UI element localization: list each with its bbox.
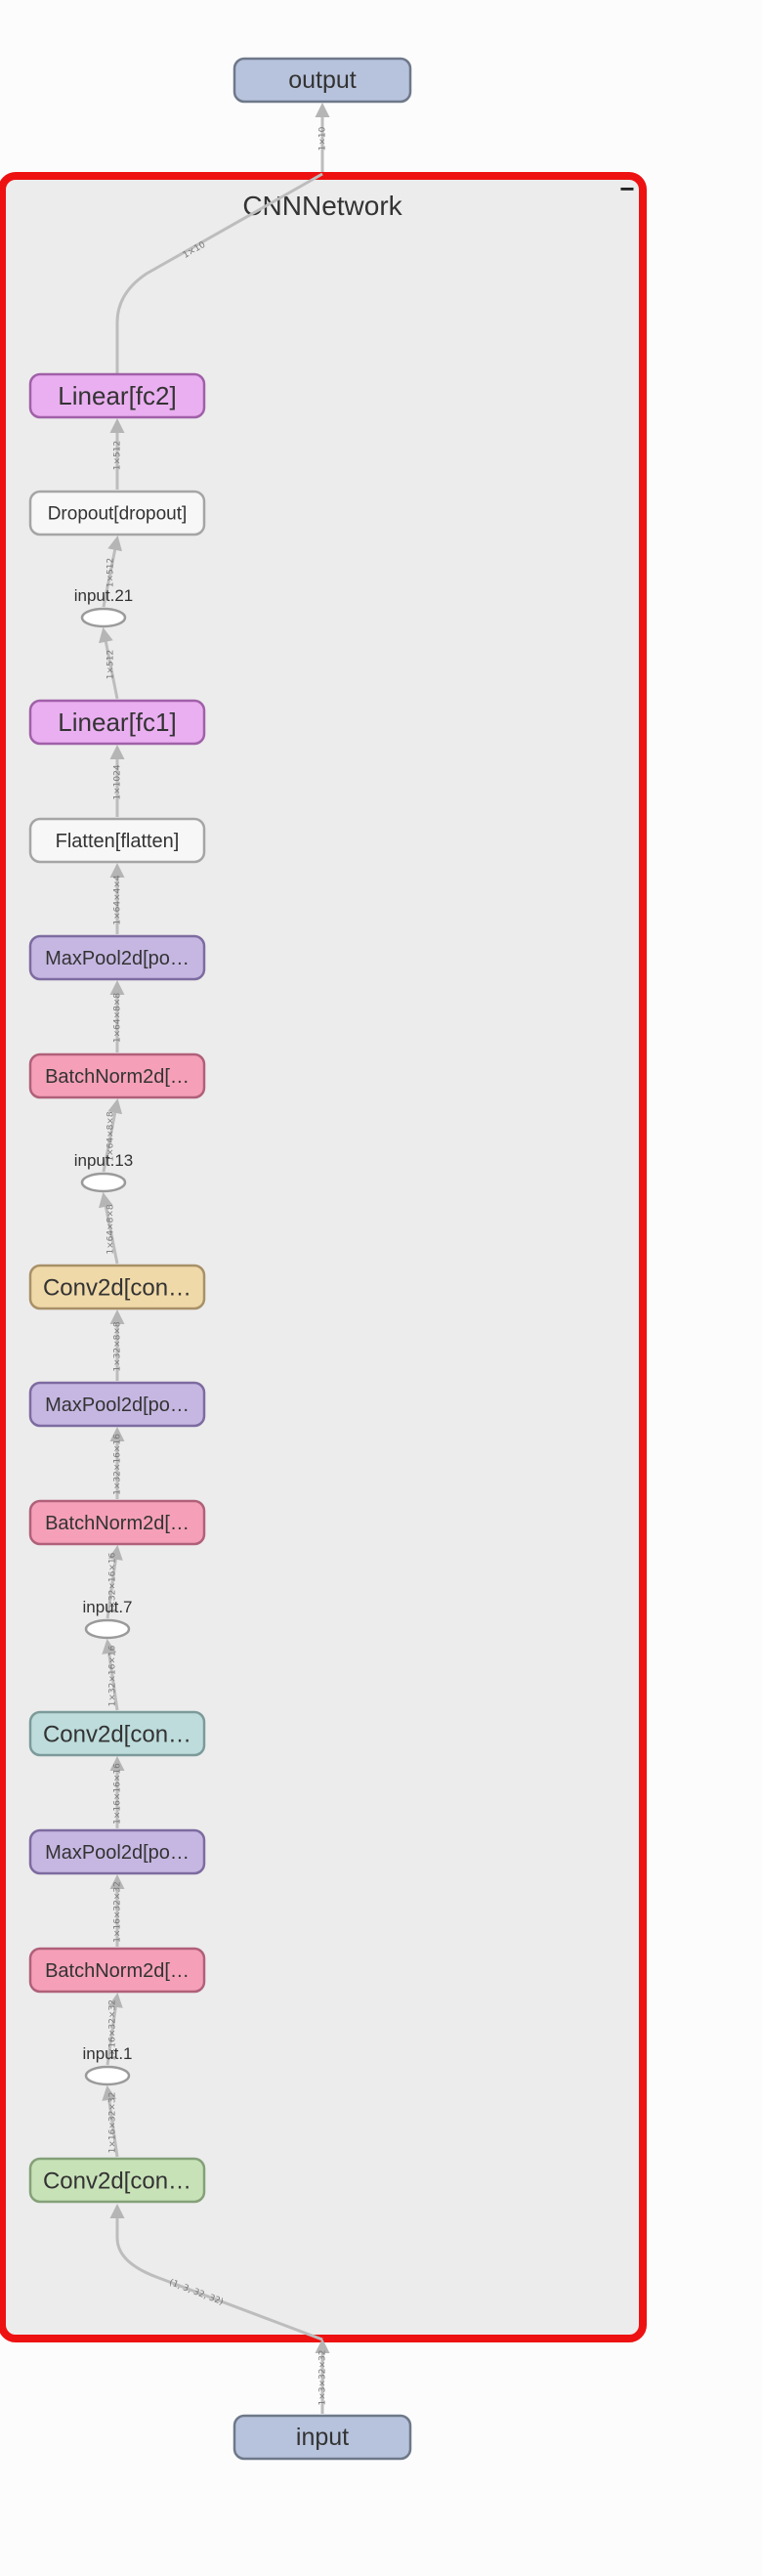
layer-label: MaxPool2d[po…: [45, 1842, 190, 1864]
tensor-ellipse: [84, 1618, 131, 1640]
node-bn3[interactable]: BatchNorm2d[…: [28, 1052, 206, 1099]
edge-bn3-to-pool3-label: 1×64×8×8: [113, 993, 123, 1044]
layer-box: [28, 2157, 206, 2204]
edge-input21-to-dropout: [102, 536, 123, 608]
edge-input1-to-bn1-label: 1×16×32×32: [108, 1999, 118, 2061]
layer-label: MaxPool2d[po…: [45, 948, 190, 969]
layer-label: Conv2d[con…: [43, 1274, 191, 1301]
node-input7[interactable]: input.7: [82, 1598, 133, 1640]
edge-pool2-to-conv3-label: 1×32×8×8: [113, 1321, 123, 1372]
layer-box: [28, 1264, 206, 1310]
output-label: output: [288, 66, 357, 94]
edge-conv1-to-input1: [102, 2085, 119, 2158]
node-dropout[interactable]: Dropout[dropout]: [28, 490, 206, 537]
layer-box: [28, 817, 206, 864]
node-pool1[interactable]: MaxPool2d[po…: [28, 1828, 206, 1875]
layer-label: Conv2d[con…: [43, 1721, 191, 1747]
layer-box: [28, 1381, 206, 1428]
layer-box: [28, 1828, 206, 1875]
layer-label: BatchNorm2d[…: [45, 1513, 190, 1534]
layer-box: [28, 1052, 206, 1099]
layer-label: Dropout[dropout]: [48, 504, 188, 525]
input-label: input: [296, 2424, 349, 2451]
layer-label: Linear[fc2]: [58, 381, 176, 410]
layer-label: BatchNorm2d[…: [45, 1960, 190, 1982]
edge-conv2-to-input7-label: 1×32×16×16: [108, 1645, 118, 1706]
tensor-label: input.7: [82, 1598, 132, 1616]
edge-conv1-to-input1-label: 1×16×32×32: [108, 2092, 118, 2154]
layer-label: Flatten[flatten]: [56, 831, 180, 852]
tensor-ellipse: [80, 607, 127, 628]
edge-bn1-to-pool1-label: 1×16×32×32: [113, 1881, 123, 1943]
node-pool2[interactable]: MaxPool2d[po…: [28, 1381, 206, 1428]
edge-border-to-conv1: [109, 2204, 323, 2341]
node-input1[interactable]: input.1: [82, 2044, 133, 2086]
output-node[interactable]: output: [233, 57, 412, 104]
input-node[interactable]: input: [233, 2414, 412, 2461]
edge-fc2-to-border: [115, 172, 323, 374]
edge-conv2-to-input7: [102, 1639, 119, 1711]
edge-to-output-label: 1×10: [318, 126, 328, 150]
collapse-icon[interactable]: −: [619, 174, 634, 203]
tensor-label: input.13: [74, 1151, 134, 1170]
node-input21[interactable]: input.21: [74, 586, 134, 628]
edge-dropout-to-fc2-label: 1×512: [113, 441, 123, 470]
tensor-ellipse: [84, 2065, 131, 2086]
node-pool3[interactable]: MaxPool2d[po…: [28, 934, 206, 981]
layer-box: [28, 934, 206, 981]
layer-label: Conv2d[con…: [43, 2168, 191, 2194]
edge-input1-to-bn1: [106, 1993, 123, 2066]
node-input13[interactable]: input.13: [74, 1151, 134, 1193]
edge-pool1-to-conv2-label: 1×16×16×16: [113, 1763, 123, 1825]
node-conv1[interactable]: Conv2d[con…: [28, 2157, 206, 2204]
tensor-label: input.21: [74, 586, 134, 605]
layer-box: [28, 1499, 206, 1546]
edge-input13-to-bn3: [102, 1098, 123, 1173]
edge-input13-to-bn3-label: 1×64×8×8: [106, 1111, 116, 1162]
layer-box: [28, 1710, 206, 1757]
edge-fc1-to-input21: [98, 627, 119, 700]
node-fc1[interactable]: Linear[fc1]: [28, 699, 206, 746]
layer-box: [28, 1947, 206, 1994]
tensor-ellipse: [80, 1172, 127, 1193]
edge-input-to-border-label: 1×3×32×32: [318, 2350, 328, 2406]
edge-input7-to-bn2: [106, 1545, 123, 1619]
nodes: Linear[fc2] Dropout[dropout] input.21Linea…: [28, 372, 206, 2204]
edge-flatten-to-fc1-label: 1×1024: [113, 764, 123, 799]
edge-conv3-to-input13-label: 1×64×8×8: [106, 1204, 116, 1255]
layer-box: [28, 372, 206, 419]
edge-fc1-to-input21-label: 1×512: [106, 650, 116, 679]
edge-pool3-to-flatten-label: 1×64×4×4: [113, 875, 123, 925]
edge-input7-to-bn2-label: 1×32×16×16: [108, 1552, 118, 1613]
node-conv3[interactable]: Conv2d[con…: [28, 1264, 206, 1310]
layer-label: BatchNorm2d[…: [45, 1066, 190, 1088]
layer-label: Linear[fc1]: [58, 708, 176, 737]
layer-box: [28, 699, 206, 746]
node-fc2[interactable]: Linear[fc2]: [28, 372, 206, 419]
edge-input21-to-dropout-label: 1×512: [106, 558, 116, 587]
node-bn2[interactable]: BatchNorm2d[…: [28, 1499, 206, 1546]
node-flatten[interactable]: Flatten[flatten]: [28, 817, 206, 864]
layer-box: [28, 490, 206, 537]
node-conv2[interactable]: Conv2d[con…: [28, 1710, 206, 1757]
container-title: CNNNetwork: [242, 191, 402, 221]
edge-bn2-to-pool2-label: 1×32×16×16: [113, 1434, 123, 1495]
node-bn1[interactable]: BatchNorm2d[…: [28, 1947, 206, 1994]
edge-conv3-to-input13: [98, 1192, 119, 1265]
tensor-label: input.1: [82, 2044, 132, 2063]
layer-label: MaxPool2d[po…: [45, 1395, 190, 1416]
